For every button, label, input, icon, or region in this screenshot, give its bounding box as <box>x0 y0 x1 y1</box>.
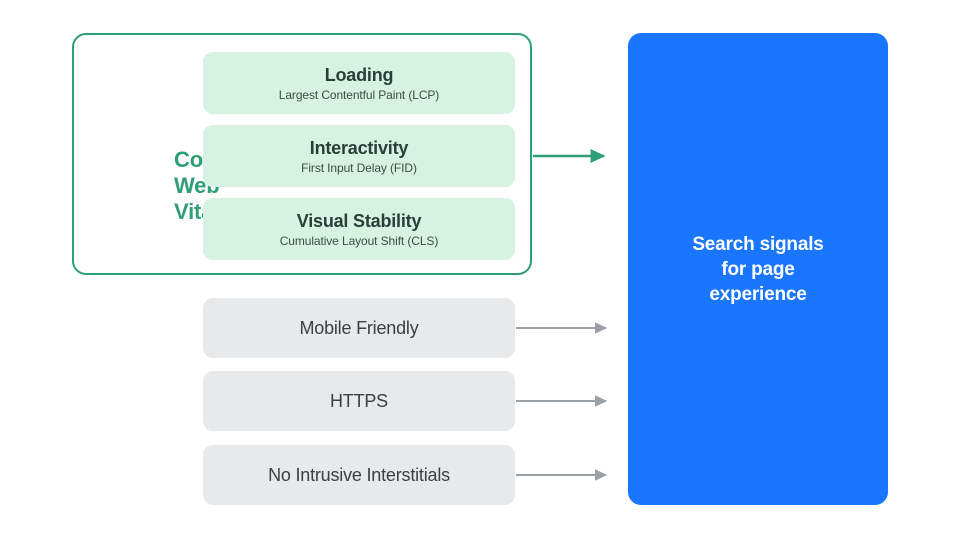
metric-title: Visual Stability <box>296 210 422 231</box>
metric-subtitle: Largest Contentful Paint (LCP) <box>278 87 440 102</box>
outcome-box[interactable]: Search signals for page experience <box>628 33 888 505</box>
outcome-box-text: Search signals for page experience <box>692 233 824 305</box>
signal-label: Mobile Friendly <box>299 317 419 338</box>
signal-label: HTTPS <box>329 390 388 411</box>
signal-label: No Intrusive Interstitials <box>268 464 450 485</box>
metric-title: Interactivity <box>309 137 409 158</box>
metric-subtitle: First Input Delay (FID) <box>301 160 417 175</box>
metric-subtitle: Cumulative Layout Shift (CLS) <box>279 233 439 248</box>
metric-title: Loading <box>324 64 394 85</box>
metric-pill-interactivity[interactable]: Interactivity First Input Delay (FID) <box>203 125 515 187</box>
signal-pill-no-intrusive-interstitials[interactable]: No Intrusive Interstitials <box>203 445 515 505</box>
metric-pill-loading[interactable]: Loading Largest Contentful Paint (LCP) <box>203 52 515 114</box>
signal-pill-mobile-friendly[interactable]: Mobile Friendly <box>203 298 515 358</box>
signal-pill-https[interactable]: HTTPS <box>203 371 515 431</box>
metric-pill-visual-stability[interactable]: Visual Stability Cumulative Layout Shift… <box>203 198 515 260</box>
